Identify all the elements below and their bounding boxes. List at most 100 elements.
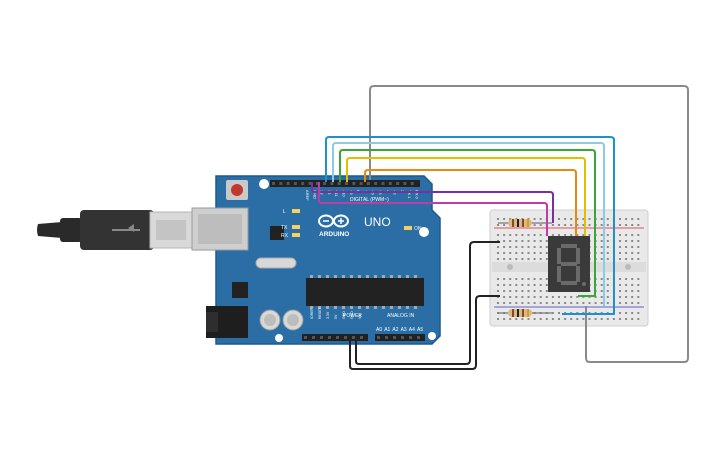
wire-lightblue [332, 142, 605, 306]
breadboard-hole [625, 318, 628, 320]
wire-gray [369, 85, 689, 363]
chip-pin [358, 306, 361, 309]
breadboard-hole [497, 252, 499, 254]
breadboard-hole [606, 296, 609, 298]
breadboard-hole [570, 318, 573, 320]
header-pin [393, 336, 396, 339]
breadboard-hole [600, 258, 603, 260]
breadboard-hole [503, 252, 506, 254]
breadboard-hole [576, 224, 579, 226]
breadboard-hole [509, 252, 512, 254]
breadboard-hole [545, 240, 548, 242]
chip-pin [414, 275, 417, 278]
breadboard-hole [600, 240, 603, 242]
breadboard-hole [631, 224, 634, 226]
chip-pin [374, 306, 377, 309]
breadboard-hole [533, 290, 536, 292]
breadboard-hole [564, 218, 567, 220]
chip-pin [334, 275, 337, 278]
seven-segment-display: 8 [548, 236, 590, 292]
breadboard-hole [637, 318, 640, 320]
breadboard-hole [600, 252, 603, 254]
breadboard-hole [558, 296, 560, 298]
breadboard-hole [594, 318, 597, 320]
breadboard-hole [625, 296, 628, 298]
chip-pin [358, 275, 361, 278]
wires [311, 85, 689, 370]
breadboard-hole [612, 318, 615, 320]
breadboard-hole [533, 234, 536, 236]
chip-pin [366, 306, 369, 309]
breadboard-hole [631, 278, 634, 280]
breadboard-hole [539, 234, 542, 236]
header-pin [388, 182, 392, 185]
breadboard-hole [619, 224, 621, 226]
breadboard-hole [533, 240, 536, 242]
chip-pin [310, 275, 313, 278]
breadboard-hole [600, 218, 603, 220]
wire-orange [364, 169, 577, 236]
chip-pin [350, 306, 353, 309]
breadboard-hole [600, 318, 603, 320]
header-pin [352, 336, 355, 339]
digital-pin-label: GND [312, 190, 317, 199]
breadboard-hole [619, 246, 621, 248]
breadboard-hole [625, 252, 628, 254]
breadboard-hole [631, 296, 634, 298]
breadboard-hole [631, 240, 634, 242]
breadboard-hole [545, 302, 548, 304]
breadboard-hole [564, 296, 567, 298]
digital-pin-label: TX 1 [407, 190, 412, 199]
breadboard-hole [527, 252, 530, 254]
digital-pin-label: RX 0 [415, 190, 420, 200]
breadboard-hole [533, 296, 536, 298]
breadboard-hole [582, 302, 585, 304]
power-label: POWER [343, 313, 362, 319]
chip-pin [326, 275, 329, 278]
breadboard-hole [539, 290, 542, 292]
chip-pin [334, 306, 337, 309]
power-pin-label: 3.3V [326, 311, 330, 319]
breadboard-hole [582, 218, 585, 220]
breadboard-hole [545, 290, 548, 292]
breadboard-hole [637, 258, 640, 260]
breadboard-hole [527, 278, 530, 280]
breadboard-hole [558, 318, 560, 320]
breadboard-hole [576, 234, 579, 236]
chip-pin [398, 275, 401, 278]
header-pin [396, 182, 400, 185]
wire-black-bottom [349, 295, 500, 370]
breadboard-hole [564, 302, 567, 304]
breadboard-hole [600, 290, 603, 292]
breadboard-hole [637, 240, 640, 242]
breadboard-hole [527, 296, 530, 298]
breadboard-hole [637, 234, 640, 236]
breadboard-hole [576, 296, 579, 298]
breadboard-hole [503, 234, 506, 236]
led-tx-label: TX [281, 225, 288, 231]
breadboard-hole [637, 290, 640, 292]
breadboard-hole [606, 246, 609, 248]
breadboard-hole [539, 246, 542, 248]
breadboard-hole [551, 312, 554, 314]
breadboard-hole [631, 318, 634, 320]
breadboard-hole [637, 246, 640, 248]
header-pin [272, 182, 275, 185]
breadboard-hole [497, 290, 499, 292]
breadboard-hole [527, 246, 530, 248]
usb-cable [37, 210, 193, 250]
breadboard-hole [515, 234, 518, 236]
breadboard-hole [515, 278, 518, 280]
breadboard-hole [625, 234, 628, 236]
header-pin [293, 182, 297, 185]
analog-pin-label: A5 [417, 327, 423, 333]
breadboard-hole [606, 218, 609, 220]
header-pin [410, 182, 414, 185]
breadboard-hole [545, 246, 548, 248]
chip-pin [366, 275, 369, 278]
breadboard-hole [527, 284, 530, 286]
breadboard-hole [503, 258, 506, 260]
analog-header [375, 334, 425, 341]
breadboard-hole [606, 224, 609, 226]
breadboard-hole [545, 252, 548, 254]
